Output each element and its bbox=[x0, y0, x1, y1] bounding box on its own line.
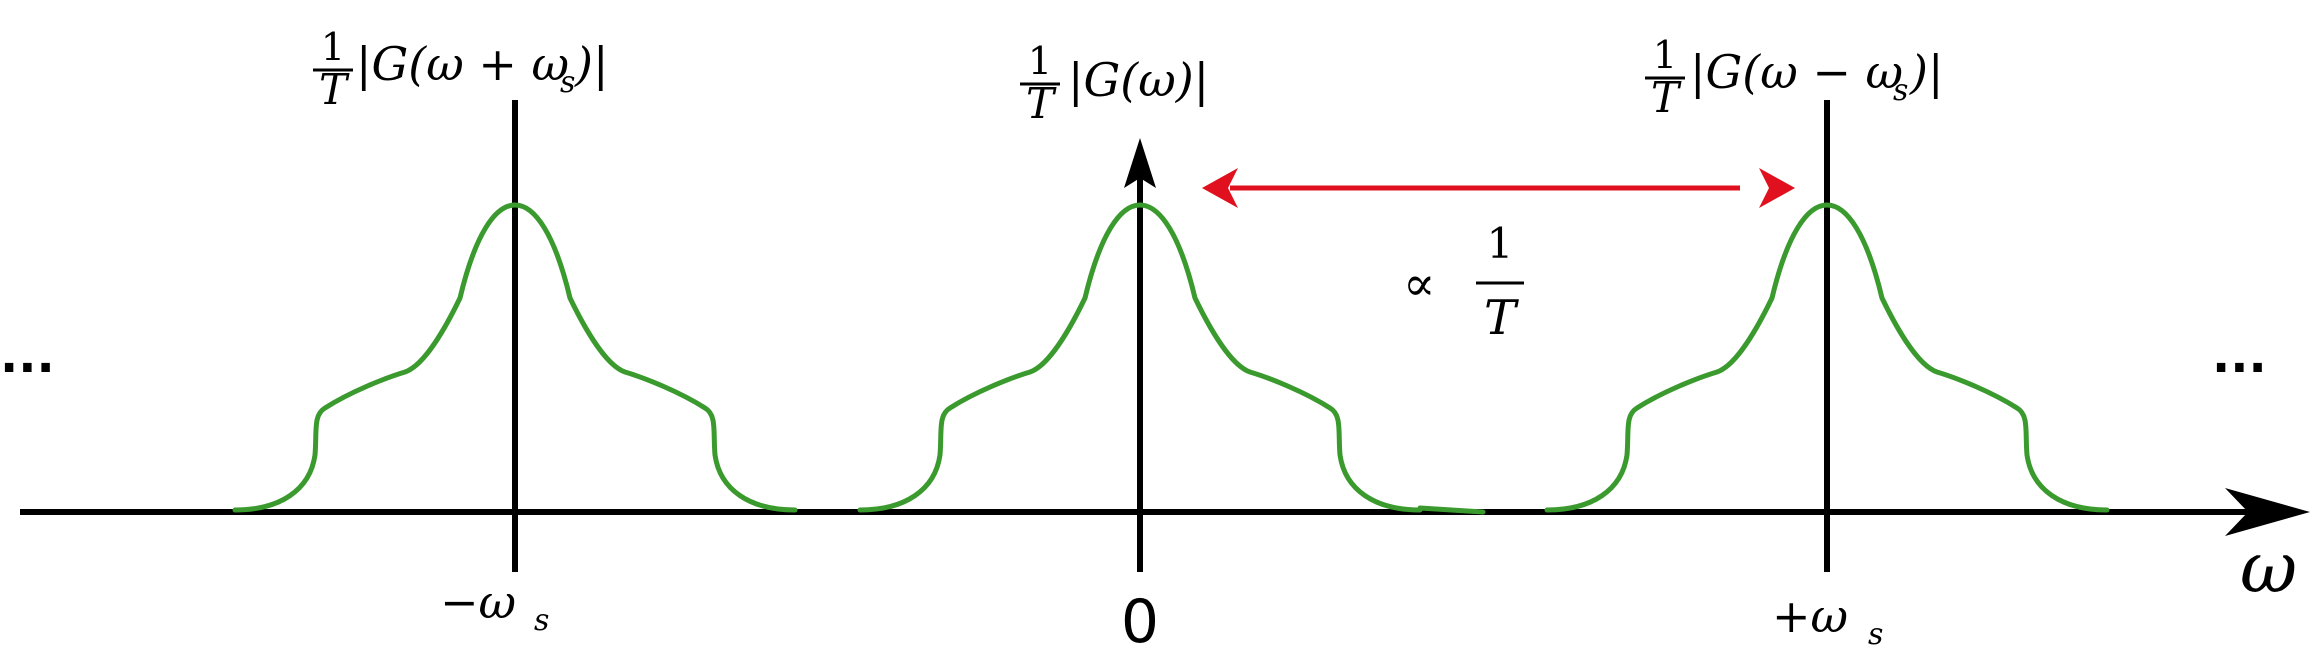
tick-label-left: −ω s bbox=[440, 575, 549, 638]
tick-label-left-sub: s bbox=[534, 603, 549, 638]
ellipsis-left: ... bbox=[0, 328, 55, 384]
label-right-replica: 1 T |G(ω − ω s )| bbox=[1645, 33, 1943, 122]
label-right-frac-num: 1 bbox=[1653, 33, 1677, 77]
spacing-arrow bbox=[1202, 168, 1795, 208]
spacing-label: ∝ 1 T bbox=[1403, 219, 1524, 346]
label-right-sub: s bbox=[1893, 73, 1908, 108]
label-left-frac-den: T bbox=[319, 65, 350, 114]
spacing-frac-num: 1 bbox=[1487, 219, 1514, 268]
label-center-replica: 1 T |G(ω)| bbox=[1020, 39, 1209, 128]
spacing-arrow-right-head bbox=[1759, 168, 1795, 208]
tick-label-right-main: +ω bbox=[1772, 589, 1848, 643]
label-center-expr: |G(ω)| bbox=[1068, 53, 1209, 107]
label-right-frac-den: T bbox=[1651, 73, 1682, 122]
spacing-arrow-left-head bbox=[1202, 168, 1238, 208]
spacing-frac-den: T bbox=[1484, 290, 1519, 346]
ellipsis-right: ... bbox=[2212, 328, 2267, 384]
spacing-symbol: ∝ bbox=[1403, 256, 1435, 312]
axis-label-omega: ω bbox=[2240, 527, 2297, 609]
vertical-axis-arrowhead bbox=[1124, 138, 1156, 188]
frequency-axis-arrowhead bbox=[2225, 488, 2310, 536]
label-left-close: )| bbox=[574, 37, 608, 91]
spectrum-center-tail bbox=[1417, 505, 1486, 515]
tick-label-left-main: −ω bbox=[440, 575, 516, 629]
label-center-frac-num: 1 bbox=[1028, 39, 1052, 83]
label-right-close: )| bbox=[1909, 45, 1943, 99]
tick-label-right: +ω s bbox=[1772, 589, 1883, 652]
label-right-expr: |G(ω − ω bbox=[1690, 45, 1903, 99]
tick-label-right-sub: s bbox=[1868, 617, 1883, 652]
label-left-expr: |G(ω + ω bbox=[356, 37, 569, 91]
label-left-replica: 1 T |G(ω + ω s )| bbox=[313, 25, 608, 114]
tick-label-center: 0 bbox=[1121, 587, 1159, 657]
label-left-sub: s bbox=[560, 65, 575, 100]
label-left-frac-num: 1 bbox=[321, 25, 345, 69]
label-center-frac-den: T bbox=[1026, 79, 1057, 128]
